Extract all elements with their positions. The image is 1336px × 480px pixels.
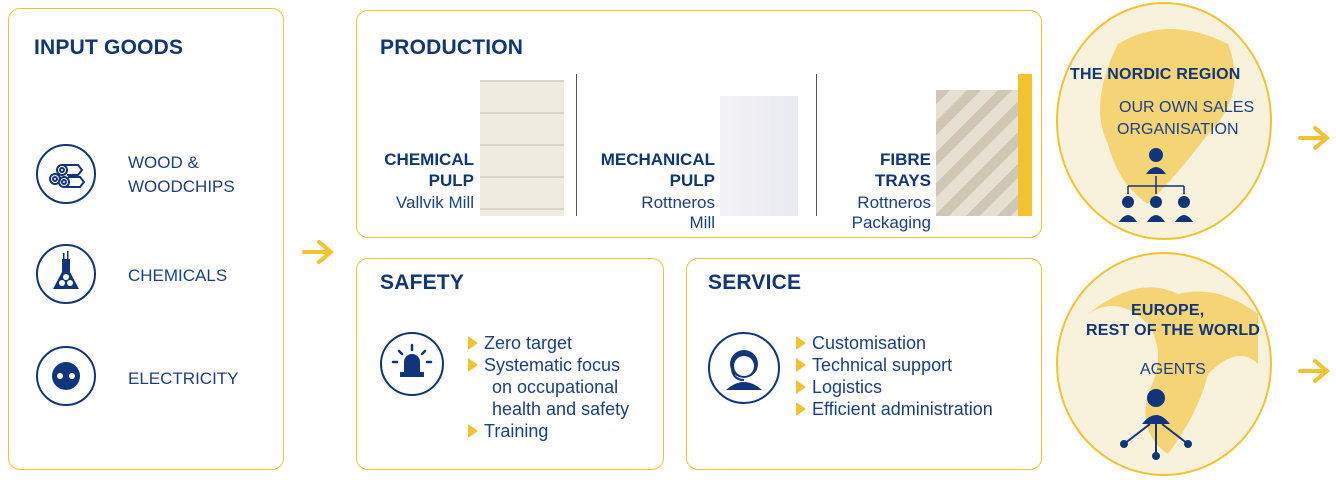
fibre-trays-type-line2: TRAYS	[874, 171, 931, 190]
org-chart-icon	[1119, 148, 1193, 222]
mechanical-pulp-type-line1: MECHANICAL	[600, 150, 715, 169]
europe-sub: AGENTS	[1140, 361, 1206, 378]
europe-world-circle	[1056, 252, 1272, 476]
service-title: SERVICE	[708, 271, 802, 294]
production-divider	[576, 74, 577, 216]
input-item-wood-line1: WOOD &	[128, 153, 199, 172]
chemical-pulp-mill: Vallvik Mill	[395, 193, 474, 212]
input-goods-title: INPUT GOODS	[34, 36, 184, 59]
power-socket-icon	[36, 346, 96, 406]
mechanical-pulp-mill-line2: Mill	[689, 213, 716, 232]
europe-title-line1: EUROPE,	[1131, 302, 1205, 319]
fibre-trays-mill-line2: Packaging	[851, 213, 931, 232]
fibre-trays-mill-line1: Rottneros	[857, 193, 931, 212]
input-item-wood-line2: WOODCHIPS	[128, 177, 235, 196]
fibre-trays-accent-bar	[1018, 74, 1032, 216]
mechanical-pulp-mill-image	[720, 96, 798, 216]
nordic-sub-line2: ORGANISATION	[1117, 121, 1239, 138]
chemical-pulp-type-line1: CHEMICAL	[384, 150, 474, 169]
production-title: PRODUCTION	[380, 36, 524, 59]
europe-title-line2: REST OF THE WORLD	[1086, 322, 1261, 339]
arrow-right-icon	[302, 240, 335, 264]
safety-bullet: Systematic focus	[466, 354, 629, 376]
agent-network-icon	[1120, 389, 1192, 460]
nordic-sub-line1: OUR OWN SALES	[1119, 99, 1255, 116]
safety-bullet: Training	[466, 420, 629, 442]
input-item-chemicals: CHEMICALS	[128, 266, 228, 285]
service-bullet: Efficient administration	[794, 398, 993, 420]
arrow-right-icon	[1298, 126, 1331, 150]
chemical-flask-icon	[36, 244, 96, 304]
fibre-trays-image	[936, 90, 1032, 216]
nordic-region-circle	[1056, 2, 1272, 240]
production-divider	[816, 74, 817, 216]
production-panel	[356, 10, 1042, 238]
alarm-siren-icon	[380, 332, 444, 396]
service-bullet: Customisation	[794, 332, 993, 354]
mechanical-pulp-mill-line1: Rottneros	[641, 193, 715, 212]
customer-support-icon	[708, 332, 780, 404]
chemical-pulp-mill-image	[480, 80, 564, 216]
safety-bullet-continuation: health and safety	[492, 399, 630, 419]
arrow-right-icon	[1298, 359, 1331, 383]
safety-bullet-list: Zero target Systematic focus on occupati…	[466, 332, 629, 442]
service-bullet-list: Customisation Technical support Logistic…	[794, 332, 993, 420]
nordic-map-icon	[1100, 29, 1235, 204]
input-item-electricity: ELECTRICITY	[128, 369, 239, 388]
mechanical-pulp-type-line2: PULP	[669, 171, 715, 190]
service-bullet: Logistics	[794, 376, 993, 398]
wood-logs-icon	[36, 144, 96, 204]
chemical-pulp-type-line2: PULP	[428, 171, 474, 190]
world-map-icon	[1088, 287, 1258, 454]
nordic-region-title: THE NORDIC REGION	[1070, 66, 1241, 83]
service-bullet: Technical support	[794, 354, 993, 376]
safety-title: SAFETY	[380, 271, 465, 294]
safety-bullet: Zero target	[466, 332, 629, 354]
safety-bullet-continuation: on occupational	[492, 377, 619, 397]
fibre-trays-type-line1: FIBRE	[880, 150, 931, 169]
